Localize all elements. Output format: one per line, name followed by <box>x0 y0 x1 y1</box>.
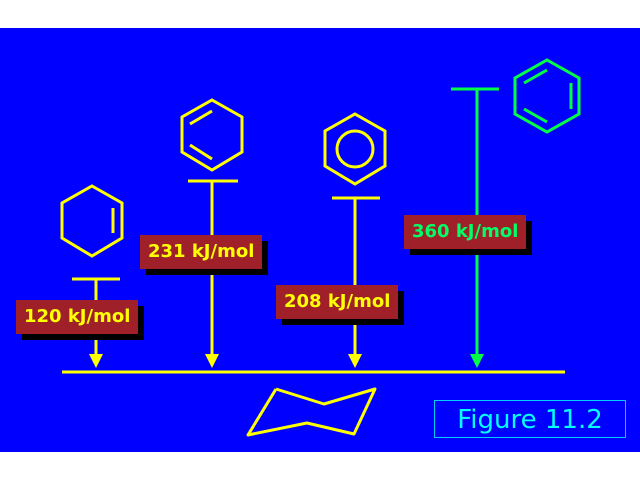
cyclohexene-energy-label: 120 kJ/mol <box>16 300 139 334</box>
diagram-svg <box>60 58 581 437</box>
benzene-aromatic-energy-label: 208 kJ/mol <box>276 285 399 319</box>
figure-caption: Figure 11.2 <box>434 400 626 438</box>
cyclohexadiene-arrowhead <box>205 354 219 368</box>
benzene-aromatic-arrowhead <box>348 354 362 368</box>
cyclohexene-structure <box>60 184 124 258</box>
benzene-kekule-structure <box>513 58 581 134</box>
benzene-kekule-energy-label: 360 kJ/mol <box>404 215 527 249</box>
cyclohexadiene-structure <box>180 98 244 172</box>
cyclohexane-chair-structure <box>246 387 377 437</box>
cyclohexene-arrowhead <box>89 354 103 368</box>
cyclohexadiene-energy-label: 231 kJ/mol <box>140 235 263 269</box>
diagram-stage: 120 kJ/mol 231 kJ/mol 208 kJ/mol 360 kJ/… <box>0 28 640 452</box>
benzene-kekule-arrowhead <box>470 354 484 368</box>
benzene-aromatic-structure <box>323 112 387 186</box>
